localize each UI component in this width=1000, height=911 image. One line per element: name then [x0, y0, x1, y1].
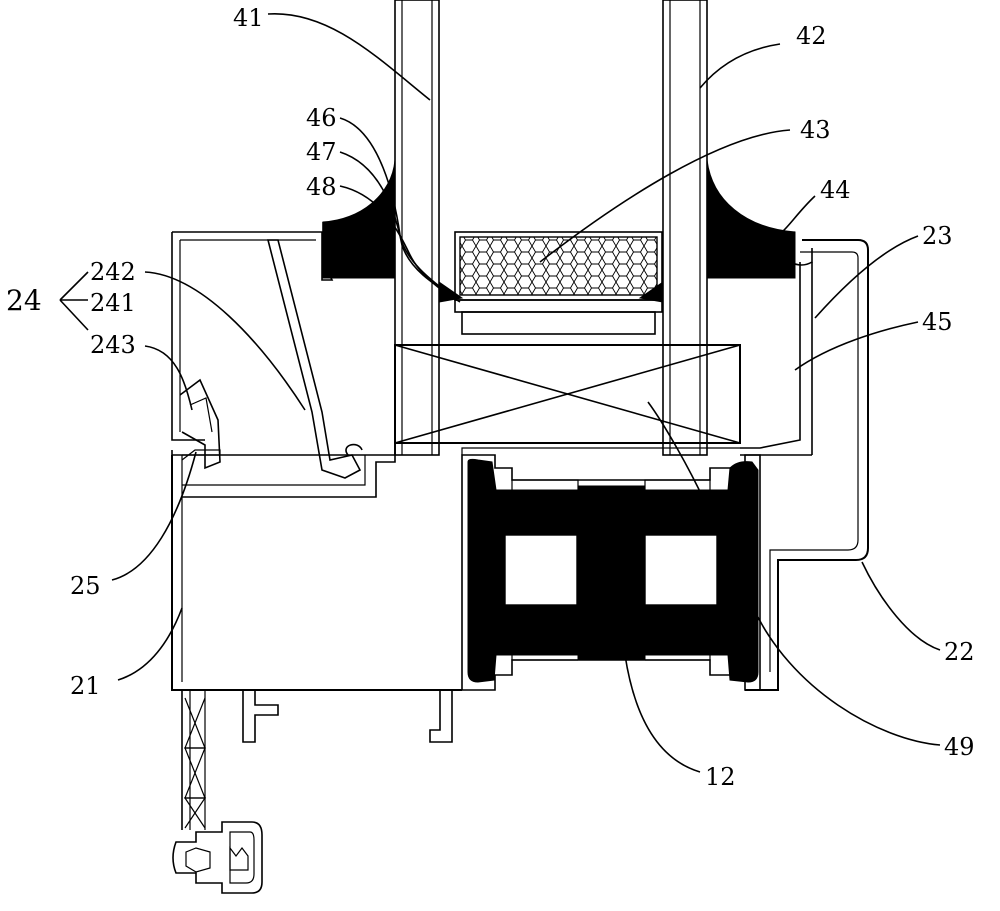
label-44: 44: [820, 176, 851, 204]
glass-pane-42: [663, 0, 707, 455]
label-47: 47: [306, 138, 337, 166]
label-24: 24: [6, 284, 42, 317]
label-42: 42: [796, 22, 827, 50]
label-23: 23: [922, 222, 953, 250]
label-22: 22: [944, 638, 975, 666]
spacer-base: [455, 300, 662, 334]
thermal-break-12: [462, 455, 760, 690]
label-242: 242: [90, 258, 136, 286]
glazing-wedge-right-44: [707, 160, 795, 278]
label-12: 12: [705, 763, 736, 791]
label-49: 49: [944, 733, 975, 761]
setting-block-45: [395, 345, 740, 443]
label-241: 241: [90, 289, 136, 317]
desiccant-spacer-43: [455, 232, 662, 300]
label-243: 243: [90, 331, 136, 359]
label-25: 25: [70, 572, 101, 600]
frame-profile-21: [172, 443, 462, 893]
label-21: 21: [70, 672, 101, 700]
label-48: 48: [306, 173, 337, 201]
label-41: 41: [233, 4, 264, 32]
label-43: 43: [800, 116, 831, 144]
label-46: 46: [306, 104, 337, 132]
bracket-24: [60, 272, 88, 330]
glass-pane-41: [395, 0, 439, 455]
label-45: 45: [922, 308, 953, 336]
